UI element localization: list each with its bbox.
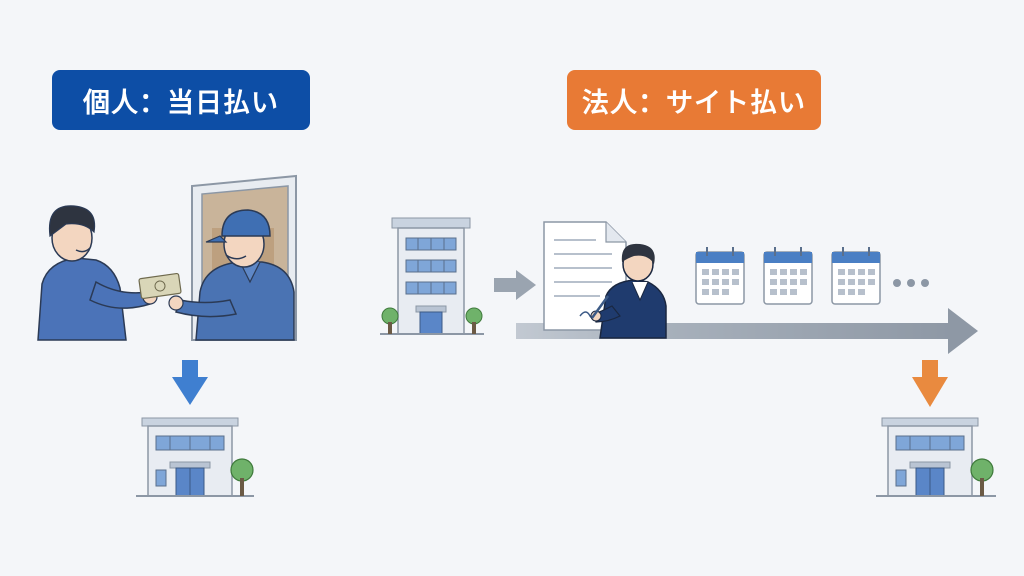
corporate-company-building-icon [876, 417, 996, 497]
ellipsis-icon [893, 279, 929, 287]
individual-down-arrow-icon [172, 360, 208, 405]
businessman-signing-illustration [590, 243, 667, 339]
calendar-icon-3 [831, 247, 881, 305]
delivery-handover-illustration [37, 174, 297, 341]
calendar-icon-2 [763, 247, 813, 305]
individual-company-building-icon [136, 417, 254, 497]
calendar-icon-1 [695, 247, 745, 305]
corporate-office-building-icon [380, 217, 484, 335]
right-arrow-icon [494, 270, 536, 300]
cash-icon [138, 272, 182, 300]
corporate-down-arrow-icon [912, 360, 948, 407]
corporate-payment-label: 法人：サイト払い [567, 70, 821, 130]
individual-payment-label: 個人：当日払い [52, 70, 310, 130]
